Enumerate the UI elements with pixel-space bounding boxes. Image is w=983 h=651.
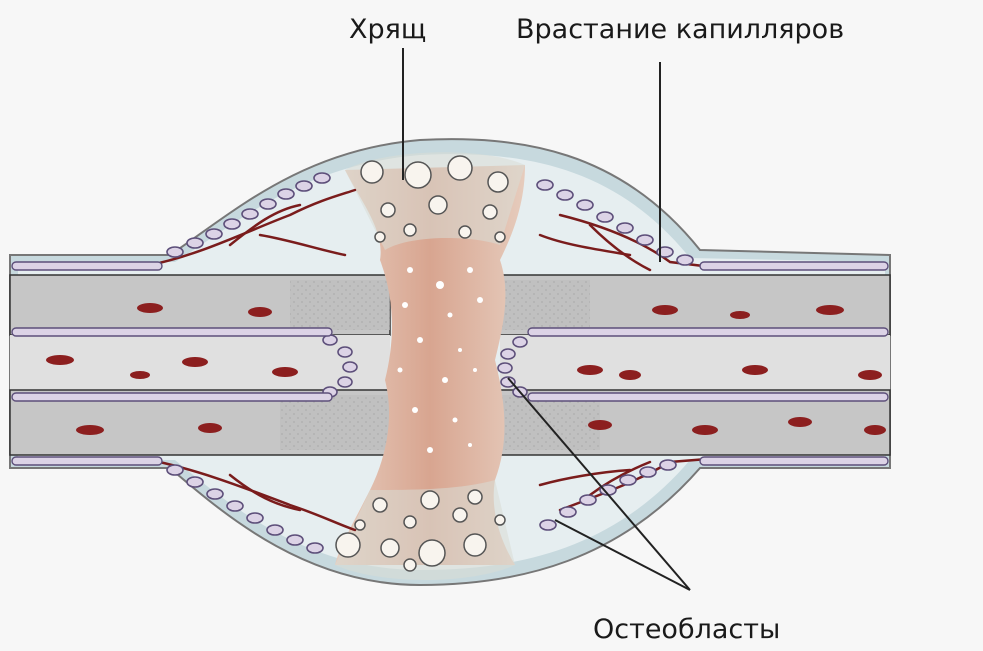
label-cartilage: Хрящ (349, 14, 426, 45)
woven-bone-right (500, 280, 590, 330)
woven-bone-left (290, 280, 390, 330)
woven-bone-left-2 (280, 395, 390, 450)
woven-bone-right-2 (500, 395, 600, 450)
label-capillaries: Врастание капилляров (516, 14, 844, 45)
label-osteoblasts: Остеобласты (593, 614, 780, 645)
